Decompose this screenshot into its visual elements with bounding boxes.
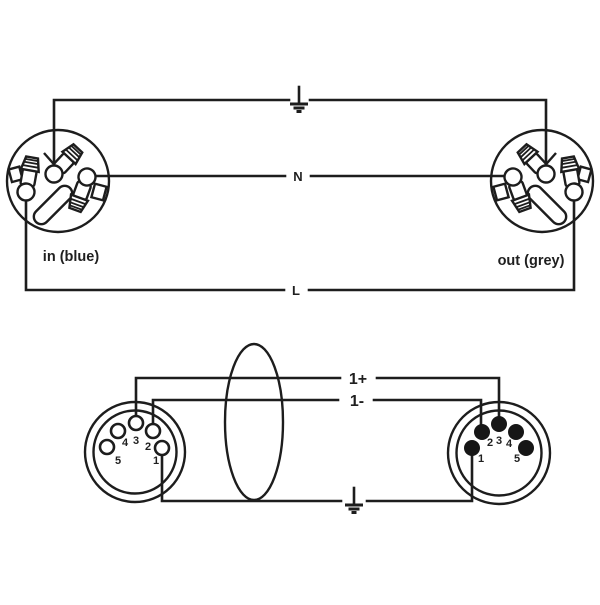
pin-4-right-label: 4	[506, 438, 513, 450]
signal-negative-wire	[151, 398, 483, 426]
cable-jacket-ellipse	[223, 342, 285, 502]
power-earth-wire	[52, 98, 548, 168]
pin-3-right	[491, 416, 507, 432]
pin-2-right-label: 2	[487, 437, 493, 449]
signal-positive-wire	[134, 376, 501, 418]
pin-4-left	[109, 422, 127, 440]
pin-2-right	[474, 424, 490, 440]
powercon-in-connector	[7, 130, 109, 232]
neutral-label: N	[293, 169, 302, 184]
pin-3-left	[127, 414, 145, 432]
pin-1-left-label: 1	[153, 455, 159, 467]
pin-1-right	[464, 440, 480, 456]
negative-label: 1-	[350, 393, 364, 410]
pin-5-right-label: 5	[514, 453, 520, 465]
pin-1-left	[153, 439, 171, 457]
power-live-wire	[24, 198, 576, 292]
din-connector-right: 2 3 4 1 5	[446, 400, 552, 506]
pin-5-left-label: 5	[115, 455, 121, 467]
positive-label: 1+	[349, 371, 367, 388]
powercon-out-connector	[491, 130, 593, 232]
earth-ground-icon	[288, 85, 310, 113]
earth-ground-icon	[343, 486, 365, 514]
pin-3-left-label: 3	[133, 435, 139, 447]
pin-3-right-label: 3	[496, 435, 502, 447]
pin-2-left-label: 2	[145, 441, 151, 453]
live-label: L	[292, 283, 300, 298]
pin-4-left-label: 4	[122, 437, 129, 449]
din-connector-left: 4 3 2 5 1	[83, 400, 187, 504]
pin-1-right-label: 1	[478, 453, 484, 465]
powercon-out-label: out (grey)	[498, 253, 565, 269]
pin-5-left	[98, 438, 116, 456]
pin-4-right	[508, 424, 524, 440]
powercon-in-label: in (blue)	[43, 249, 100, 265]
pin-2-left	[144, 422, 162, 440]
pin-5-right	[518, 440, 534, 456]
signal-shield-wire	[160, 453, 474, 503]
